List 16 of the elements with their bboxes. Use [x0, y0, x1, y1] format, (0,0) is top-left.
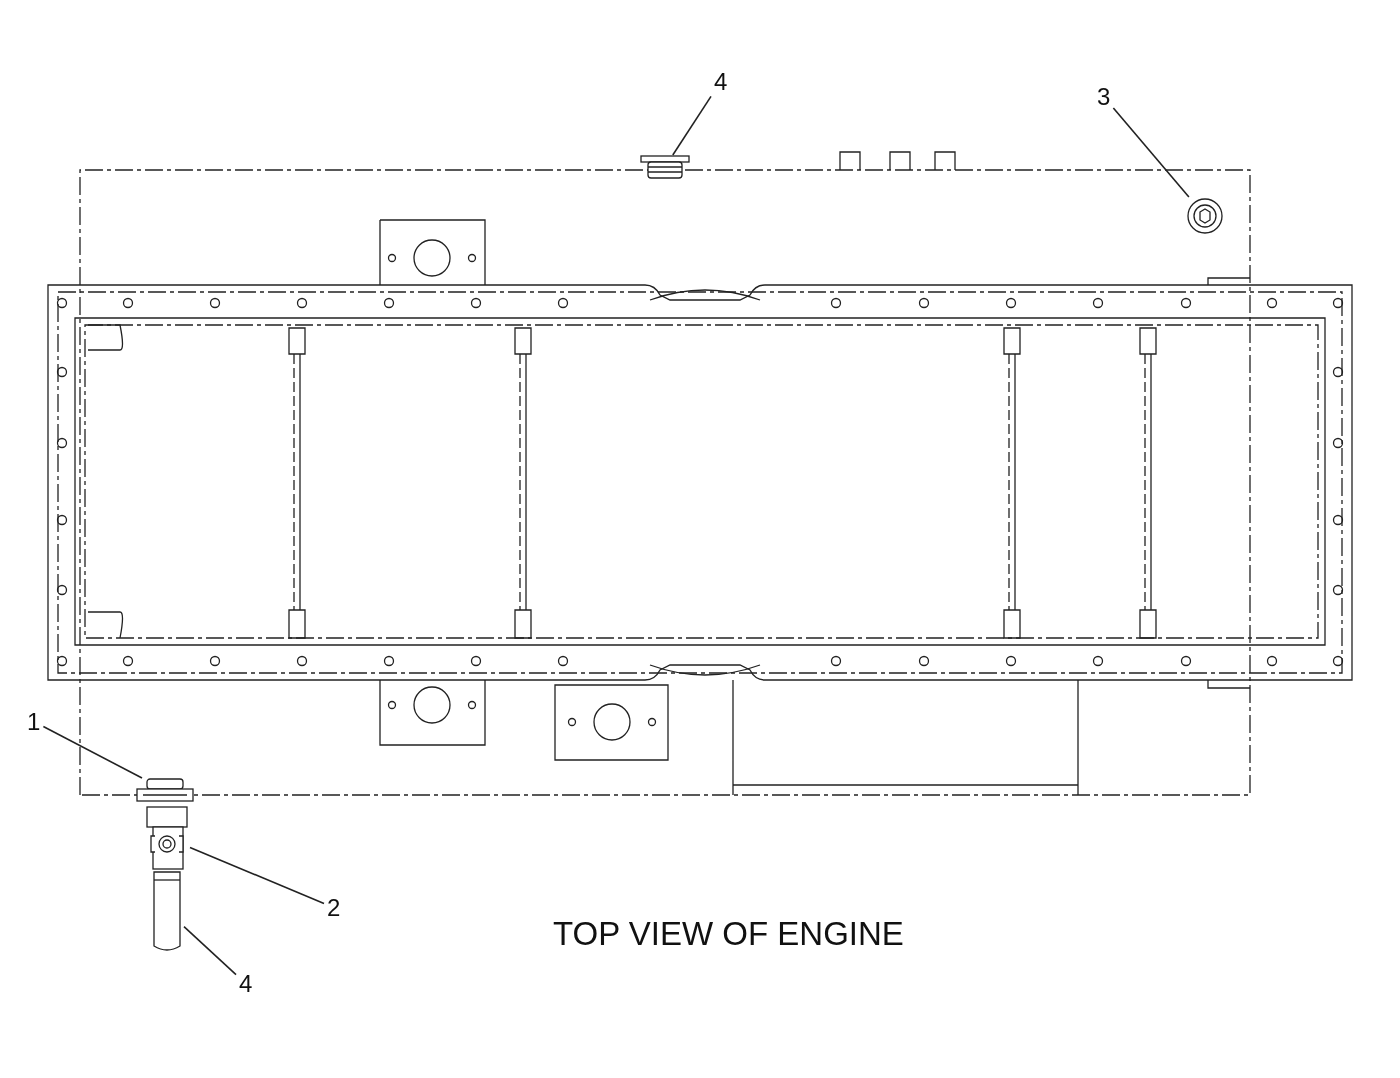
plug-drawing	[640, 155, 690, 179]
valve-drawing	[145, 806, 190, 870]
caption: TOP VIEW OF ENGINE	[553, 915, 904, 953]
callout-number: 3	[1097, 83, 1111, 110]
callout-number: 4	[714, 68, 728, 95]
fitting-drawing	[135, 778, 195, 802]
leader-line	[672, 95, 712, 156]
leader-line	[189, 846, 325, 905]
leader-line	[1112, 107, 1190, 198]
callout-number: 2	[327, 894, 341, 921]
leader-line	[183, 925, 237, 976]
leader-line	[42, 725, 143, 779]
round-plug-drawing	[1186, 197, 1224, 235]
callout-number: 1	[27, 708, 41, 735]
callout-number: 4	[239, 970, 253, 997]
handle-drawing	[150, 870, 184, 952]
